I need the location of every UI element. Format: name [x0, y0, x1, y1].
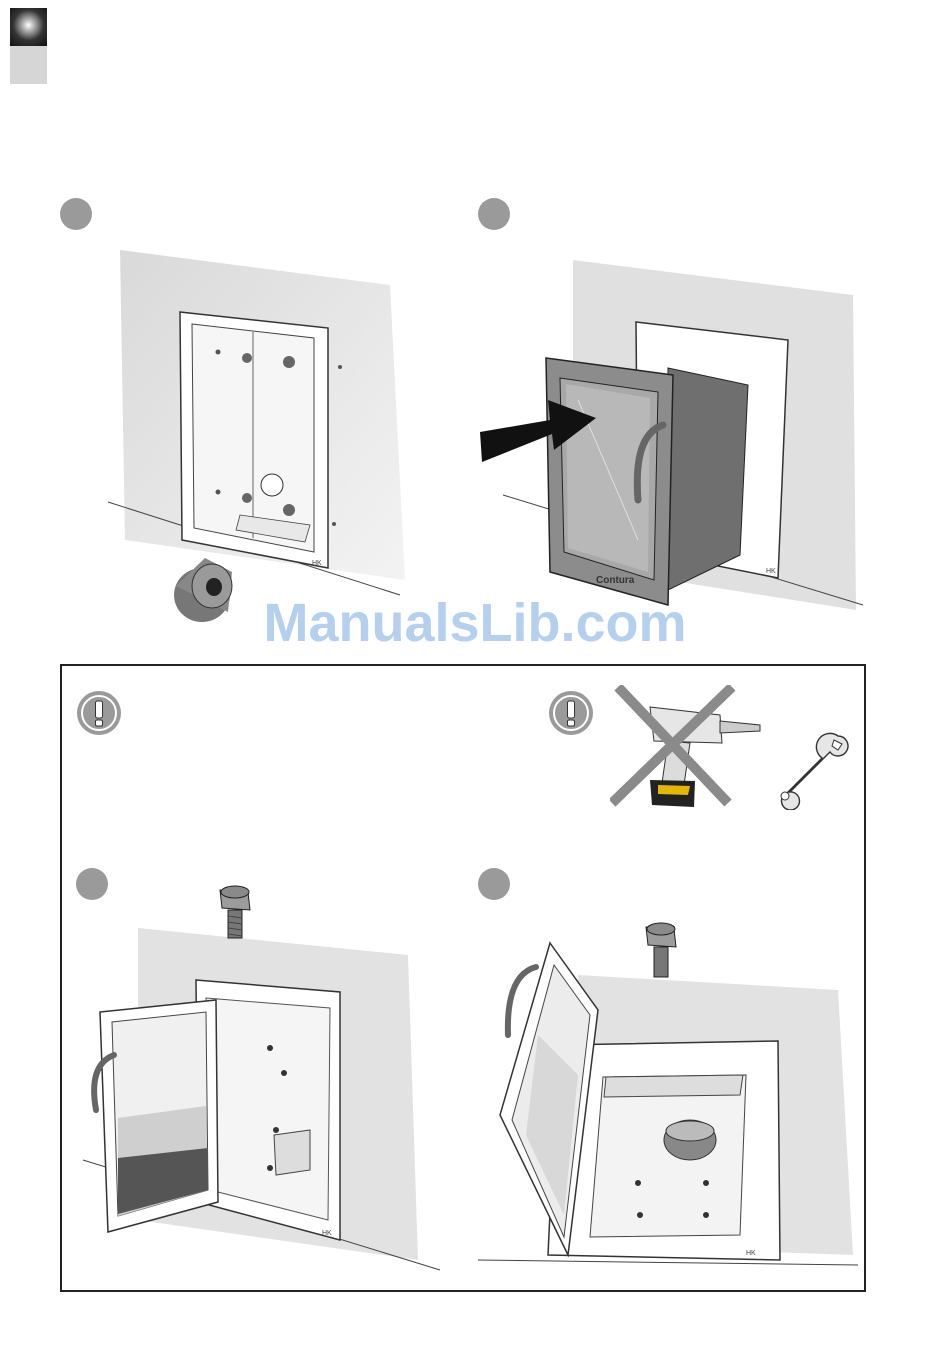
step-4-marker-label: HK	[746, 1250, 756, 1257]
step-3-marker-label: HK	[322, 1230, 332, 1237]
bolt-icon	[646, 923, 676, 977]
step-3-illustration: HK	[78, 880, 448, 1280]
power-drill-icon	[610, 685, 770, 810]
step-1-illustration: HK	[100, 240, 440, 640]
wrench-icon	[772, 730, 852, 810]
exclamation-icon	[548, 690, 594, 736]
step-4-illustration: HK	[478, 915, 863, 1275]
step-1-marker	[60, 198, 92, 230]
exclamation-icon	[76, 690, 122, 736]
step-2-marker-label: HK	[766, 568, 776, 575]
step-1-marker-label: HK	[312, 560, 322, 567]
step-2-brand-label: Contura	[596, 575, 635, 586]
watermark: ManualsLib.com	[0, 592, 950, 654]
step-2-illustration: HK Contura	[478, 250, 878, 620]
step-4-marker	[478, 868, 510, 900]
corner-tab-light	[10, 46, 47, 84]
corner-tab-dark	[10, 8, 47, 46]
step-2-marker	[478, 198, 510, 230]
bolt-icon	[220, 886, 250, 938]
